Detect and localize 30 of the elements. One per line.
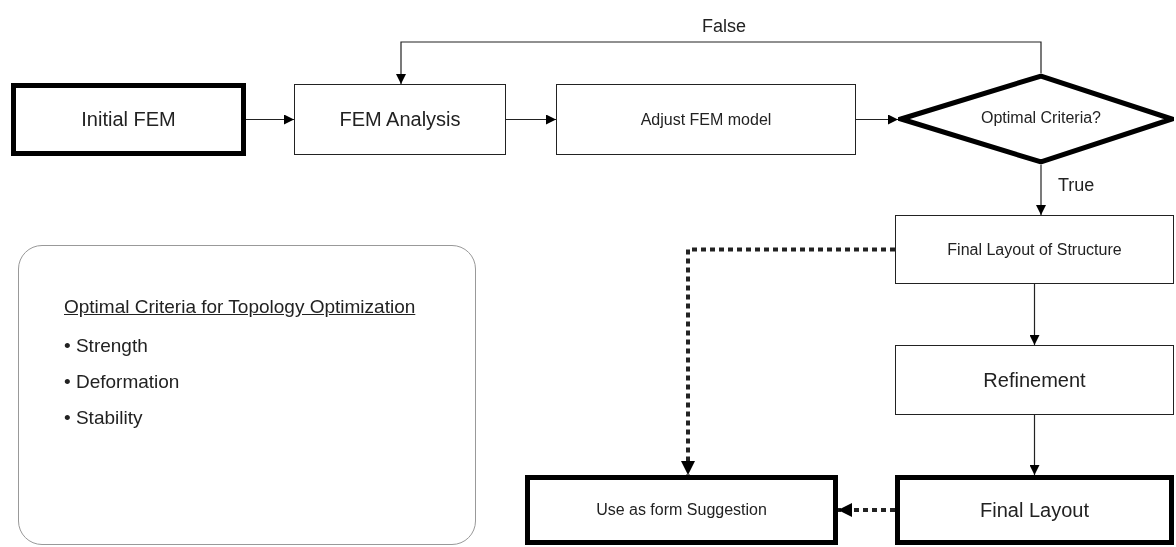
process-box [895,475,1174,545]
box-label: Use as form Suggestion [596,501,767,519]
process-box [556,84,856,155]
dotted-arrow [681,247,895,475]
process-box [895,215,1174,284]
arrow [1036,164,1046,216]
box-label: Final Layout [980,498,1089,522]
arrow [505,114,557,125]
arrow [396,41,1042,85]
process-box [895,345,1174,415]
box-label: Final Layout of Structure [947,240,1122,259]
panel-heading: Optimal Criteria for Topology Optimization [64,296,416,319]
box-label: Initial FEM [81,108,176,131]
process-box [294,84,506,155]
box-label: Adjust FEM model [640,110,772,129]
process-box [11,83,246,156]
decision-label: Optimal Criteria? [980,109,1102,127]
dotted-arrow [838,503,895,517]
arrow [855,114,899,125]
arrow [245,114,295,125]
criteria-panel [18,245,476,545]
box-label: Refinement [983,368,1086,392]
box-label: FEM Analysis [339,108,461,131]
decision-diamond [898,73,1174,165]
arrow [1029,283,1040,346]
process-box [525,475,838,545]
bullet-item: • Stability [64,406,143,429]
bullet-item: • Deformation [64,370,180,393]
arrow [1029,414,1040,476]
bullet-item: • Strength [64,334,148,357]
